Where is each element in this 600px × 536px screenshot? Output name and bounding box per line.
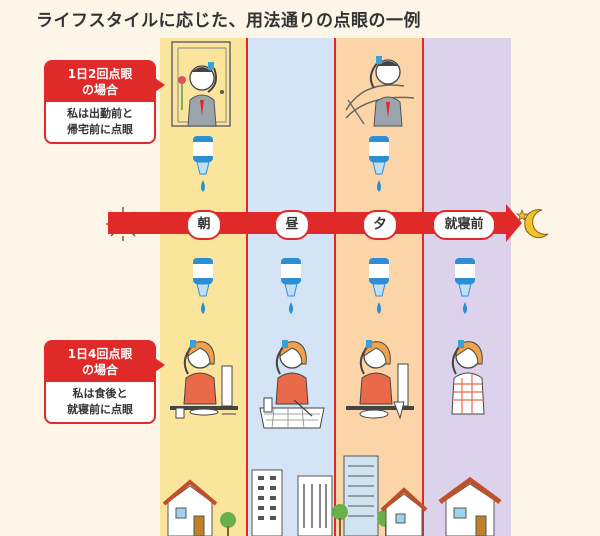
eye-drop-bottle-icon	[369, 136, 389, 192]
eye-drop-bottle-icon	[193, 136, 213, 192]
divider-line	[246, 38, 248, 536]
callout-body: 私は出勤前と 帰宅前に点眼	[67, 107, 133, 136]
callout-four-times-daily: 1日4回点眼 の場合 私は食後と 就寝前に点眼	[44, 340, 165, 424]
man-applying-eye-drops-at-door	[171, 41, 231, 127]
time-label-evening: 夕	[362, 210, 398, 240]
woman-applying-eye-drops-after-dinner	[346, 340, 414, 420]
timeline-arrow-head	[506, 204, 522, 242]
eye-drop-bottle-icon	[455, 258, 475, 314]
house-icon	[438, 476, 502, 536]
man-applying-eye-drops-in-car	[345, 56, 415, 127]
callout-heading: 1日2回点眼 の場合	[46, 62, 154, 102]
callout-heading: 1日4回点眼 の場合	[46, 342, 154, 382]
eye-drop-bottle-icon	[281, 258, 301, 314]
eye-drop-bottle-icon	[369, 258, 389, 314]
cityscape-illustration	[162, 455, 502, 536]
page-title: ライフスタイルに応じた、用法通りの点眼の一例	[36, 11, 421, 31]
woman-applying-eye-drops-after-lunch	[259, 340, 325, 429]
house-icon	[162, 479, 218, 536]
callout-body: 私は食後と 就寝前に点眼	[67, 387, 133, 416]
divider-line	[422, 38, 424, 536]
divider-line	[334, 38, 336, 536]
woman-applying-eye-drops-before-bed	[451, 340, 485, 415]
callout-pointer	[155, 358, 165, 372]
eye-drop-bottle-icon	[193, 258, 213, 314]
callout-twice-daily: 1日2回点眼 の場合 私は出勤前と 帰宅前に点眼	[44, 60, 165, 144]
woman-applying-eye-drops-after-breakfast	[170, 340, 238, 419]
time-label-morning: 朝	[186, 210, 222, 240]
time-label-bedtime: 就寝前	[432, 210, 496, 240]
house-icon	[380, 487, 428, 536]
moon-icon	[515, 208, 549, 239]
time-label-noon: 昼	[274, 210, 310, 240]
building-icon	[251, 455, 379, 536]
callout-pointer	[155, 78, 165, 92]
